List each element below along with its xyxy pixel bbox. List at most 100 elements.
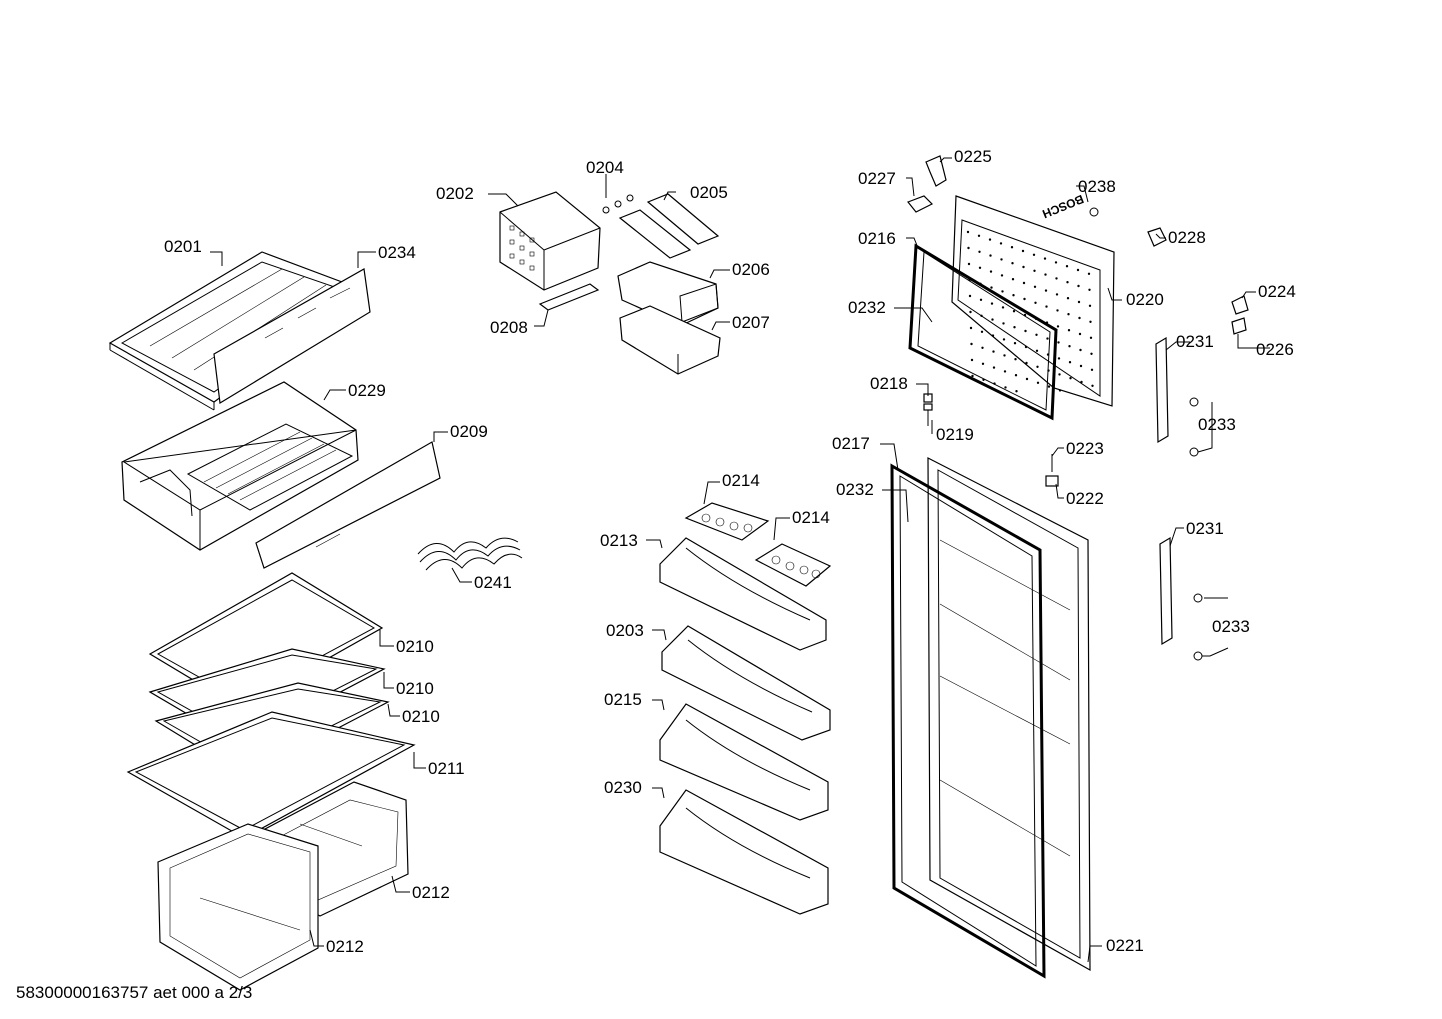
label-0210-2: 0210 (396, 679, 434, 698)
label-0228: 0228 (1168, 228, 1206, 247)
label-0221: 0221 (1106, 936, 1144, 955)
part-0233-caps-bottom (1193, 593, 1203, 661)
perforation-dot (981, 346, 984, 349)
bosch-logo-mark: BOSCH (1040, 192, 1085, 221)
perforation-dot (1066, 297, 1070, 300)
perforation-dot (1033, 285, 1037, 288)
perforation-dot (1024, 329, 1027, 333)
perforation-dot (1011, 278, 1015, 281)
perforation-dot (1035, 349, 1039, 352)
perforation-dot (1077, 300, 1081, 304)
perforation-dot (988, 238, 992, 241)
perforation-dot (1022, 281, 1026, 285)
perforation-dot (1067, 329, 1071, 332)
part-0211-glass-shelf-large (126, 711, 416, 839)
label-0226: 0226 (1256, 340, 1294, 359)
label-0238: 0238 (1078, 177, 1116, 196)
leader-lines (210, 157, 1270, 963)
perforation-dot (980, 330, 984, 333)
perforation-dot (967, 262, 971, 266)
perforation-dot (1012, 294, 1015, 297)
perforation-dot (1002, 338, 1006, 341)
perforation-dot (1001, 306, 1005, 309)
perforation-dot (1065, 265, 1069, 268)
label-0203: 0203 (606, 621, 644, 640)
label-0219: 0219 (936, 425, 974, 444)
perforation-dot (1013, 326, 1016, 329)
label-0213: 0213 (600, 531, 638, 550)
label-0207: 0207 (732, 313, 770, 332)
perforation-dot (1000, 274, 1004, 277)
perforation-dot (968, 294, 972, 298)
perforation-dot (999, 242, 1003, 245)
perforation-dot (989, 270, 993, 273)
label-0230: 0230 (604, 778, 642, 797)
perforation-dot (1044, 289, 1048, 292)
part-0224-cap (1231, 295, 1249, 315)
perforation-dot (978, 266, 982, 269)
label-0206: 0206 (732, 260, 770, 279)
part-0214-egg-tray-1 (684, 502, 770, 541)
perforation-dot (1003, 370, 1007, 373)
label-0205: 0205 (690, 183, 728, 202)
part-0208-tab (538, 283, 600, 311)
label-0212-2: 0212 (326, 937, 364, 956)
part-0238-logo-badge: BOSCH (1040, 192, 1099, 221)
perforation-dot (969, 310, 972, 314)
perforation-dot (1078, 316, 1081, 320)
perforation-dot (990, 286, 993, 289)
perforation-dot (1066, 281, 1069, 284)
part-labels: 0201 0234 0202 0204 0205 0206 0207 0208 … (164, 147, 1296, 956)
label-0215: 0215 (604, 690, 642, 709)
label-0202: 0202 (436, 184, 474, 203)
part-0214-egg-tray-2 (754, 543, 832, 587)
part-0234-front-flap (213, 268, 371, 404)
perforation-dot (1043, 257, 1047, 260)
perforation-dot (991, 318, 994, 321)
label-0216: 0216 (858, 229, 896, 248)
perforation-dot (970, 342, 973, 346)
label-0232-1: 0232 (848, 298, 886, 317)
perforation-dot (1004, 386, 1007, 389)
perforation-dot (1057, 357, 1061, 360)
perforation-dot (1046, 337, 1049, 340)
label-0211: 0211 (428, 759, 465, 778)
part-0220-freezer-door (951, 195, 1115, 407)
perforation-dot (966, 230, 970, 234)
part-0203-door-shelf (661, 625, 831, 741)
part-0212-crisper-drawer-front (157, 823, 319, 991)
perforation-dot (1045, 305, 1048, 308)
label-0214-2: 0214 (792, 508, 830, 527)
perforation-dot (1068, 345, 1071, 348)
perforation-dot (1056, 325, 1060, 328)
label-0210-1: 0210 (396, 637, 434, 656)
perforation-dot (978, 250, 981, 254)
perforation-dot (1058, 389, 1062, 392)
label-0218: 0218 (870, 374, 908, 393)
perforation-dot (1077, 284, 1080, 288)
part-0216-freezer-gasket (908, 243, 1058, 421)
perforation-dot (1089, 336, 1093, 339)
perforation-dot (979, 298, 983, 301)
label-0227: 0227 (858, 169, 896, 188)
perforation-dot (1025, 361, 1028, 365)
perforation-dot (970, 358, 974, 362)
perforation-dot (1021, 249, 1025, 253)
part-0231-handle-bottom (1159, 536, 1173, 646)
perforation-dot (1011, 262, 1014, 265)
document-id-footer: 58300000163757 aet 000 a 2/3 (16, 983, 252, 1002)
perforation-dot (992, 350, 995, 353)
perforation-dot (1087, 272, 1091, 275)
label-0224: 0224 (1258, 282, 1296, 301)
label-0225: 0225 (954, 147, 992, 166)
perforation-dot (992, 366, 996, 369)
part-0221-fridge-door (927, 457, 1091, 972)
label-0229: 0229 (348, 381, 386, 400)
perforation-dot (1088, 304, 1092, 307)
perforation-dot (1080, 380, 1083, 384)
perforation-dot (1013, 342, 1017, 345)
part-0231-handle-top (1155, 336, 1169, 444)
part-0202-ice-box-housing (499, 191, 601, 291)
label-0210-3: 0210 (402, 707, 440, 726)
